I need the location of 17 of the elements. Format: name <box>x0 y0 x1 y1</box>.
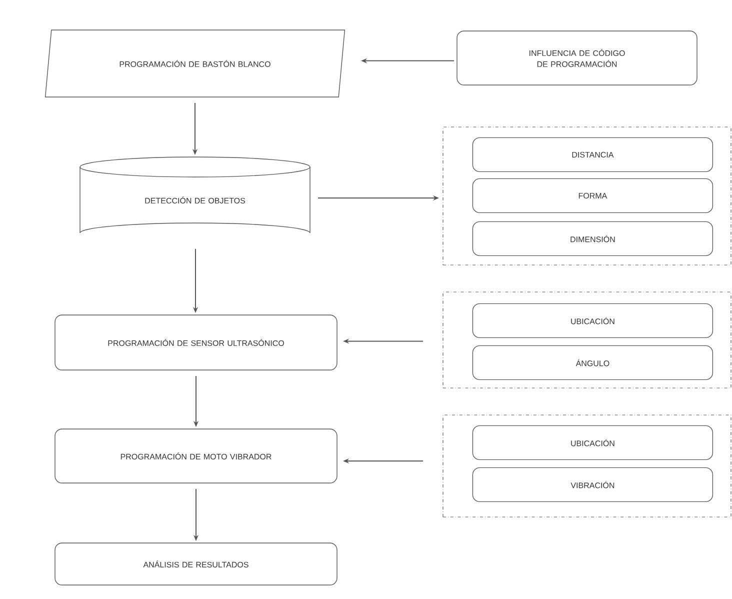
input-parallelogram: PROGRAMACIÓN DE BASTÓN BLANCO <box>44 30 346 98</box>
process-box: VIBRACIÓN <box>472 467 714 502</box>
process-box: DIMENSIÓN <box>472 221 714 256</box>
group-frame <box>442 126 732 266</box>
process-box: UBICACIÓN <box>472 425 714 460</box>
group-frame <box>442 292 732 388</box>
process-box: UBICACIÓN <box>472 303 714 338</box>
process-box: DISTANCIA <box>472 137 714 172</box>
process-box: ÁNGULO <box>472 345 714 380</box>
process-box: ANÁLISIS DE RESULTADOS <box>54 542 338 586</box>
node-label: DETECCIÓN DE OBJETOS <box>145 196 246 204</box>
process-box: PROGRAMACIÓN DE SENSOR ULTRASÓNICO <box>54 314 338 370</box>
process-box: FORMA <box>472 178 714 214</box>
process-box: INFLUENCIA DE CÓDIGO DE PROGRAMACIÓN <box>456 30 698 86</box>
database-cylinder: DETECCIÓN DE OBJETOS <box>80 156 310 234</box>
group-frame <box>442 414 732 518</box>
process-box: PROGRAMACIÓN DE MOTO VIBRADOR <box>54 428 338 484</box>
